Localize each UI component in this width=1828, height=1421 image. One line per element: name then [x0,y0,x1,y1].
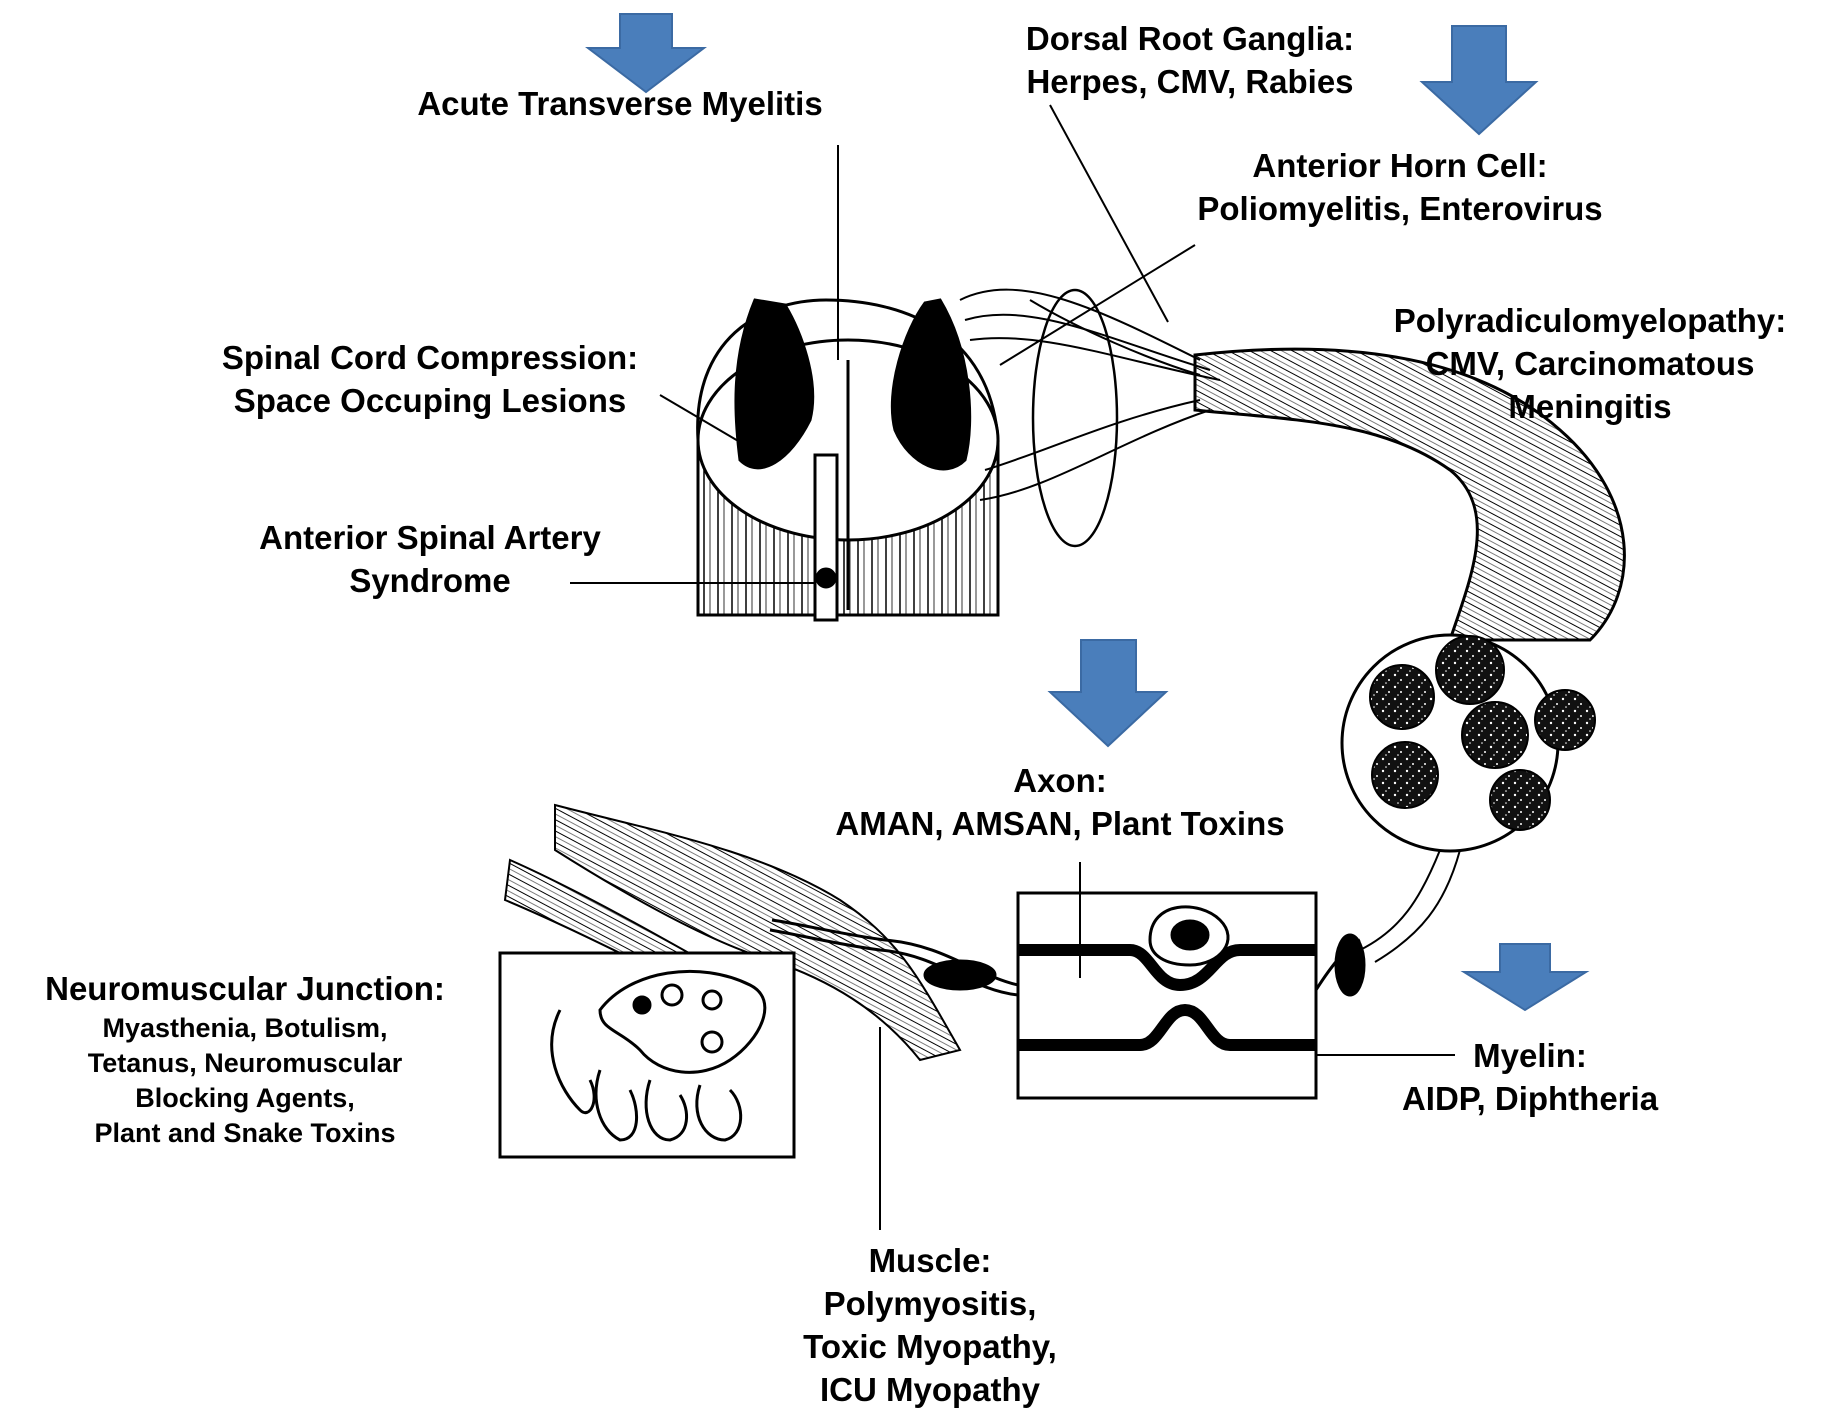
arrow-atm [588,14,704,92]
label-anterior-horn-cell: Anterior Horn Cell: Poliomyelitis, Enter… [1165,145,1635,231]
nmj-causes-4: Plant and Snake Toxins [10,1116,480,1151]
label-dorsal-root-ganglia: Dorsal Root Ganglia: Herpes, CMV, Rabies [990,18,1390,104]
spinal-cord-section [698,300,998,620]
myelin-causes: AIDP, Diphtheria [1360,1078,1700,1121]
muscle-causes-1: Polymyositis, [770,1283,1090,1326]
drg-title: Dorsal Root Ganglia: [990,18,1390,61]
muscle-causes-3: ICU Myopathy [770,1369,1090,1412]
axon-title: Axon: [790,760,1330,803]
label-myelin: Myelin: AIDP, Diphtheria [1360,1035,1700,1121]
arrow-myelin [1464,944,1586,1010]
nmj-causes-3: Blocking Agents, [10,1081,480,1116]
scc-causes: Space Occuping Lesions [185,380,675,423]
label-neuromuscular-junction: Neuromuscular Junction: Myasthenia, Botu… [10,968,480,1151]
poly-causes: CMV, Carcinomatous [1360,343,1820,386]
label-anterior-spinal-artery: Anterior Spinal Artery Syndrome [225,517,635,603]
ahc-title: Anterior Horn Cell: [1165,145,1635,188]
nmj-causes-2: Tetanus, Neuromuscular [10,1046,480,1081]
poly-title: Polyradiculomyelopathy: [1360,300,1820,343]
drg-causes: Herpes, CMV, Rabies [990,61,1390,104]
label-polyradiculomyelopathy: Polyradiculomyelopathy: CMV, Carcinomato… [1360,300,1820,429]
nmj-inset [500,953,794,1157]
myelin-title: Myelin: [1360,1035,1700,1078]
nmj-causes-1: Myasthenia, Botulism, [10,1011,480,1046]
poly-causes-2: Meningitis [1360,386,1820,429]
muscle-causes-2: Toxic Myopathy, [770,1326,1090,1369]
arrow-anterior-horn [1422,26,1536,134]
axon-myelin-inset [1018,893,1316,1098]
label-muscle: Muscle: Polymyositis, Toxic Myopathy, IC… [770,1240,1090,1412]
label-axon: Axon: AMAN, AMSAN, Plant Toxins [790,760,1330,846]
asa-title: Anterior Spinal Artery [225,517,635,560]
arrow-axon [1050,640,1166,746]
label-acute-transverse-myelitis: Acute Transverse Myelitis [385,83,855,126]
nmj-title: Neuromuscular Junction: [10,968,480,1011]
scc-title: Spinal Cord Compression: [185,337,675,380]
muscle-title: Muscle: [770,1240,1090,1283]
label-spinal-cord-compression: Spinal Cord Compression: Space Occuping … [185,337,675,423]
asa-line2: Syndrome [225,560,635,603]
spinal-nerve-trunk [1195,349,1624,962]
ahc-causes: Poliomyelitis, Enterovirus [1165,188,1635,231]
axon-causes: AMAN, AMSAN, Plant Toxins [790,803,1330,846]
atm-title: Acute Transverse Myelitis [385,83,855,126]
